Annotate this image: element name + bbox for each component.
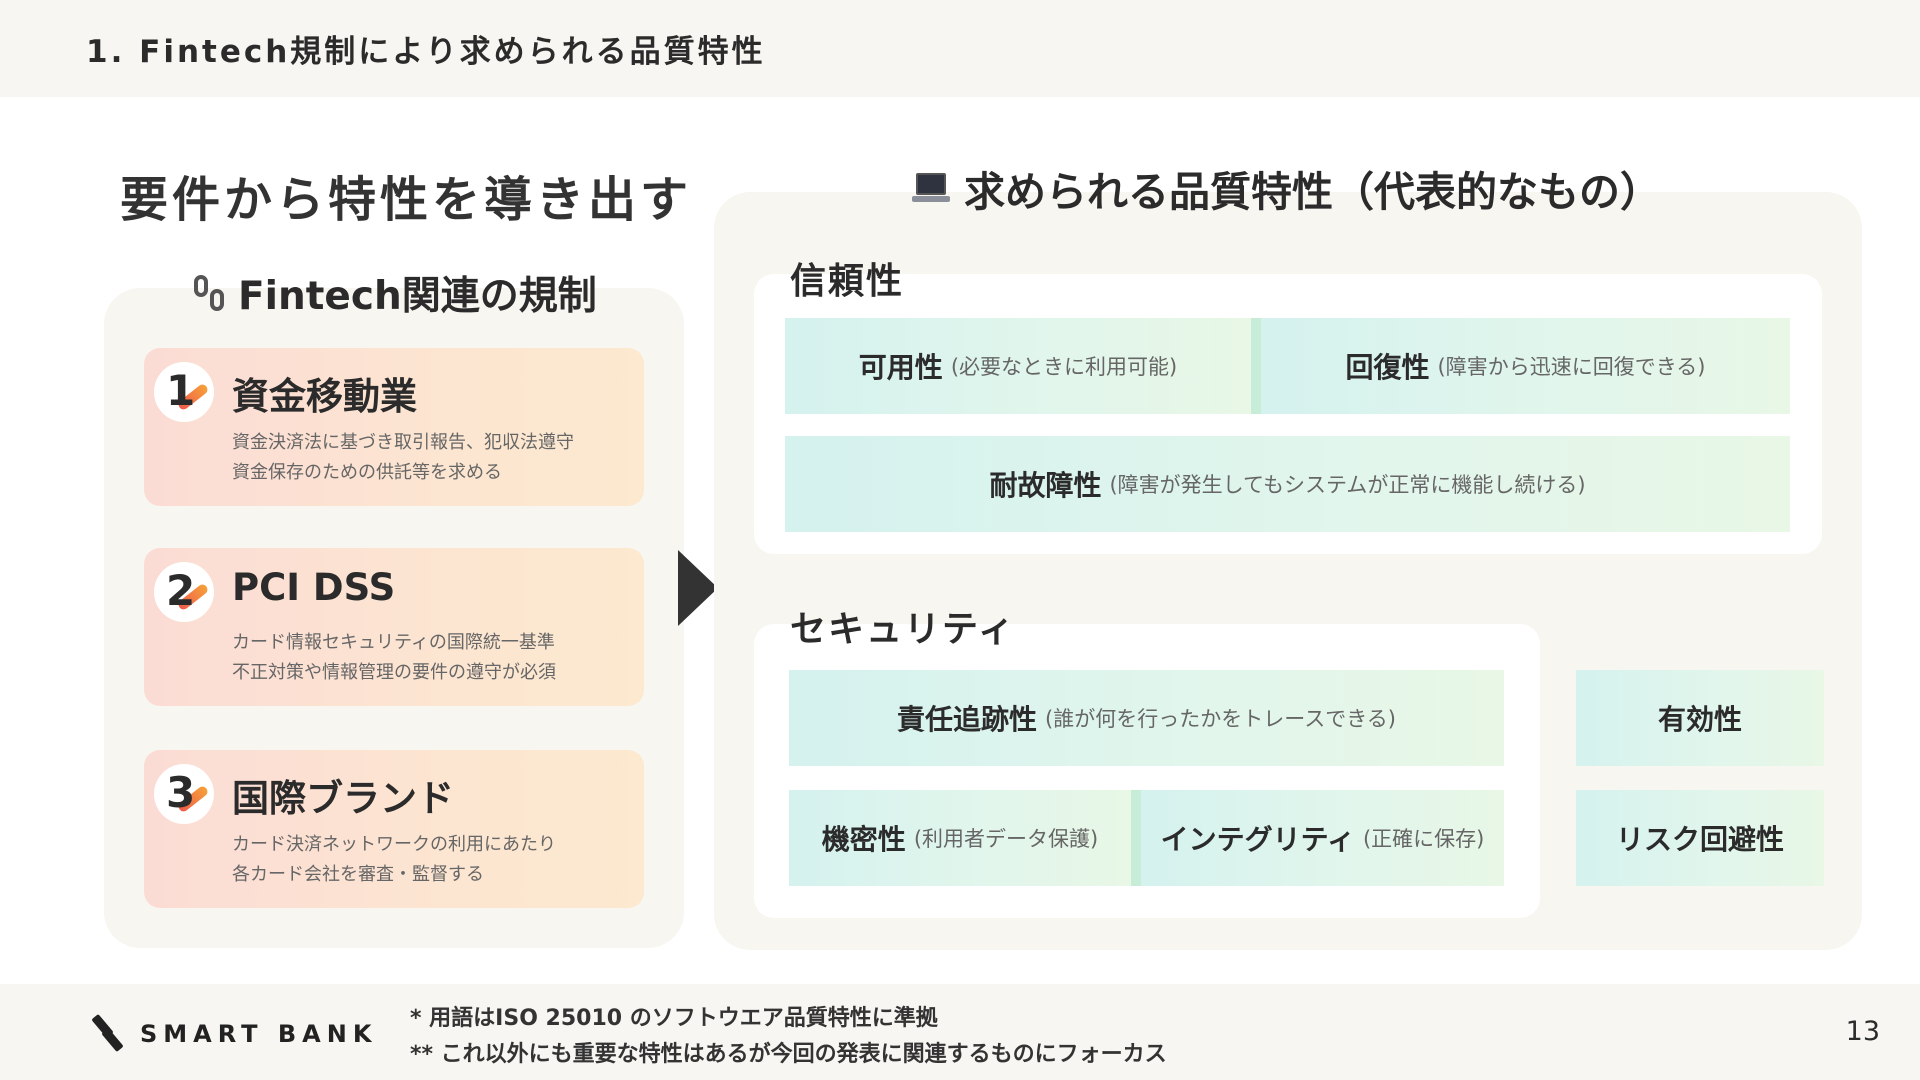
regulation-description: カード情報セキュリティの国際統一基準 不正対策や情報管理の要件の遵守が必須 <box>232 632 556 683</box>
slide-title: 1. Fintech規制により求められる品質特性 <box>86 34 766 70</box>
qualities-heading: 求められる品質特性（代表的なもの） <box>912 158 1661 218</box>
regulation-card-1: 1 資金移動業 資金決済法に基づき取引報告、犯収法遵守 資金保存のための供託等を… <box>144 348 644 506</box>
regulation-card-3: 3 国際ブランド カード決済ネットワークの利用にあたり 各カード会社を審査・監督… <box>144 750 644 908</box>
footnote-1: * 用語はISO 25010 のソフトウエア品質特性に準拠 <box>410 1006 938 1031</box>
number-badge: 1 <box>154 362 214 422</box>
availability-attribute: 可用性 (必要なときに利用可能) <box>785 318 1251 414</box>
reliability-label: 信頼性 <box>790 261 905 302</box>
regulations-heading-text: Fintech関連の規制 <box>238 274 597 319</box>
number-badge: 3 <box>154 764 214 824</box>
section-heading: 要件から特性を導き出す <box>120 172 693 228</box>
regulation-card-2: 2 PCI DSS カード情報セキュリティの国際統一基準 不正対策や情報管理の要… <box>144 548 644 706</box>
page-number: 13 <box>1845 1016 1880 1047</box>
smartbank-logo: SMART BANK <box>91 1013 377 1054</box>
regulation-title: PCI DSS <box>232 566 396 609</box>
regulation-title: 国際ブランド <box>232 777 454 820</box>
confidentiality-attribute: 機密性 (利用者データ保護) <box>789 790 1131 886</box>
attribute-divider <box>1131 790 1141 886</box>
regulation-description: 資金決済法に基づき取引報告、犯収法遵守 資金保存のための供託等を求める <box>232 432 574 483</box>
regulation-description: カード決済ネットワークの利用にあたり 各カード会社を審査・監督する <box>232 834 556 885</box>
qualities-heading-text: 求められる品質特性（代表的なもの） <box>964 168 1661 216</box>
security-label: セキュリティ <box>790 609 1016 650</box>
effectiveness-attribute: 有効性 <box>1576 670 1824 766</box>
arrow-right-icon <box>678 550 718 626</box>
link-icon <box>192 273 228 313</box>
fault-tolerance-attribute: 耐故障性 (障害が発生してもシステムが正常に機能し続ける) <box>785 436 1790 532</box>
attribute-divider <box>1251 318 1261 414</box>
risk-avoidance-attribute: リスク回避性 <box>1576 790 1824 886</box>
smartbank-logo-icon <box>91 1013 126 1054</box>
regulation-title: 資金移動業 <box>232 375 417 418</box>
footer-bar <box>0 984 1920 1080</box>
footnote-2: ** これ以外にも重要な特性はあるが今回の発表に関連するものにフォーカス <box>410 1042 1167 1067</box>
laptop-icon <box>912 171 950 205</box>
number-badge: 2 <box>154 562 214 622</box>
integrity-attribute: インテグリティ (正確に保存) <box>1141 790 1504 886</box>
regulations-heading: Fintech関連の規制 <box>192 265 597 321</box>
recoverability-attribute: 回復性 (障害から迅速に回復できる) <box>1261 318 1790 414</box>
accountability-attribute: 責任追跡性 (誰が何を行ったかをトレースできる) <box>789 670 1504 766</box>
header-bar: 1. Fintech規制により求められる品質特性 <box>0 0 1920 97</box>
